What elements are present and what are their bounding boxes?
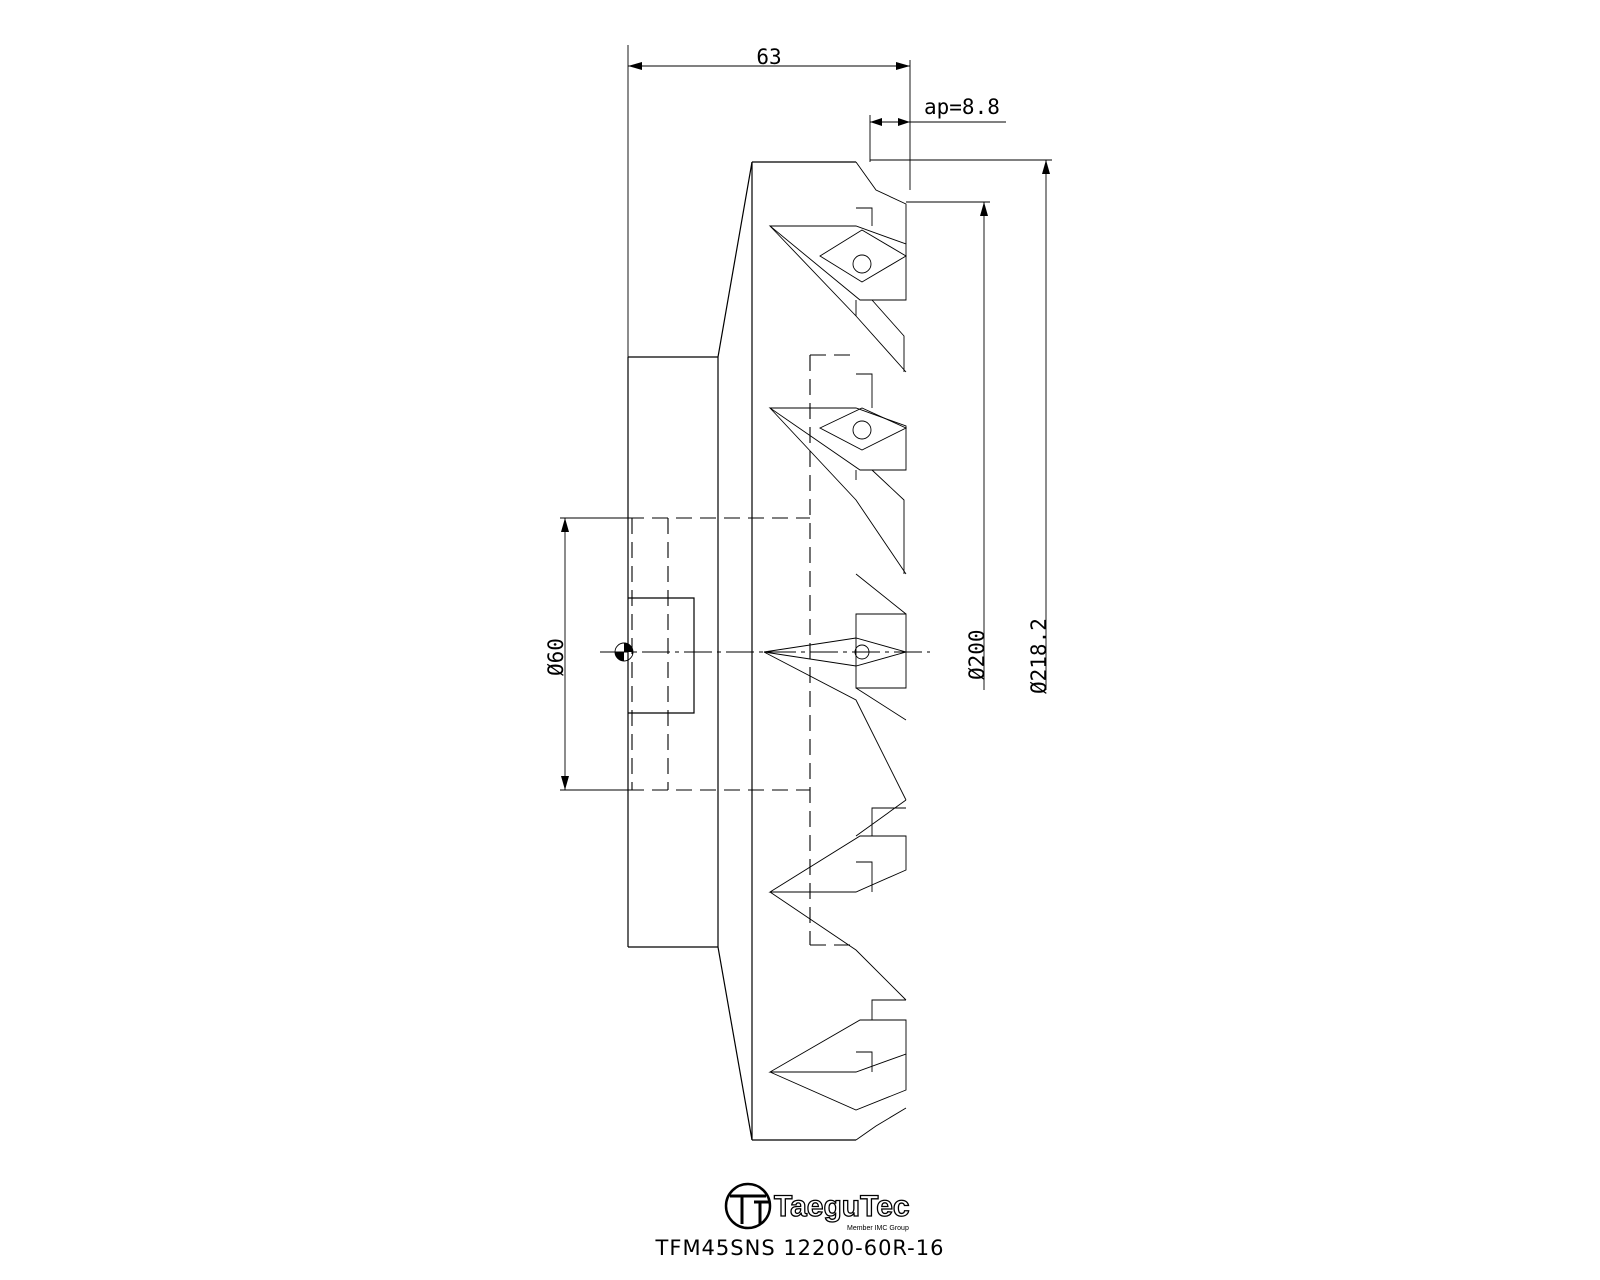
- logo-brand: TaeguTec: [774, 1190, 910, 1223]
- part-number: TFM45SNS 12200-60R-16: [655, 1236, 945, 1260]
- dim-outer-dia-label: Ø218.2: [1027, 618, 1051, 694]
- taegutec-logo-icon: [724, 1182, 772, 1230]
- dim-bore-label: Ø60: [544, 638, 568, 676]
- dim-depth: ap=8.8: [869, 95, 1006, 162]
- dim-bore: Ø60: [544, 517, 628, 791]
- dim-cutter-dia-label: Ø200: [965, 629, 989, 680]
- inserts: [763, 161, 908, 1141]
- dim-length: 63: [627, 45, 911, 357]
- dim-length-label: 63: [756, 45, 781, 69]
- center-line: [600, 642, 930, 662]
- dim-cutter-dia: Ø200: [906, 201, 990, 690]
- dim-outer-dia: Ø218.2: [870, 159, 1052, 694]
- hidden-lines: [628, 354, 858, 946]
- dim-depth-label: ap=8.8: [924, 95, 1000, 119]
- cutter-body: [627, 161, 856, 1141]
- taegutec-logo: TaeguTec Member IMC Group: [724, 1182, 910, 1232]
- logo-tagline: Member IMC Group: [847, 1225, 909, 1232]
